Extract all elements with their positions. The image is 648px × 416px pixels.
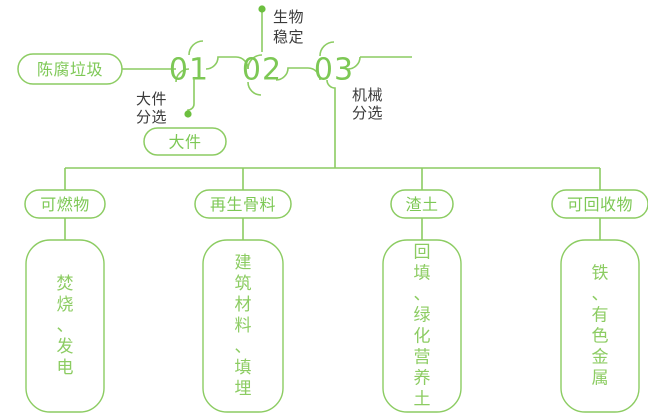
stage-02-top-label-line2: 稳定 — [273, 28, 304, 46]
stage-01-number: 01 — [169, 53, 209, 88]
stage-02-top-label-line1: 生物 — [273, 8, 304, 26]
stage-02-number: 02 — [242, 53, 282, 88]
output-capsule-label: 再生骨料 — [210, 195, 276, 214]
output-detail-char: 、 — [57, 316, 74, 336]
output-detail-char: 烧 — [57, 295, 74, 315]
output-detail-char: 焚 — [57, 274, 74, 294]
output-detail-char: 建 — [235, 253, 252, 273]
output-capsule-label: 渣土 — [405, 195, 438, 214]
stage-02-top-label: 生物 稳定 — [273, 8, 304, 46]
connector-stage2-to-stage3 — [275, 67, 321, 81]
output-detail-char: 发 — [57, 337, 74, 357]
stage-01-side-label-line2: 分选 — [136, 108, 167, 126]
stage-03-group[interactable]: 03 — [314, 41, 361, 88]
output-capsule-label: 可回收物 — [567, 195, 633, 214]
stage-02-arc-upper-left — [247, 54, 263, 70]
stage-03-arc-right — [347, 56, 361, 70]
output-detail-char: 色 — [592, 327, 609, 347]
output-detail-char: 筑 — [235, 274, 252, 294]
output-detail-box-outline — [382, 239, 462, 413]
biostable-connector-dot — [258, 5, 266, 13]
stage-02-group[interactable]: 02 — [242, 53, 282, 96]
output-detail-char: 、 — [235, 337, 252, 357]
output-detail-char: 属 — [592, 369, 609, 389]
output-detail-char: 料 — [235, 316, 252, 336]
output-detail-char: 填 — [414, 264, 431, 284]
output-detail-char: 化 — [414, 327, 431, 347]
output-detail-char: 养 — [414, 369, 431, 389]
stage-03-side-label-line1: 机械 — [352, 86, 383, 104]
stage-03-number: 03 — [314, 53, 354, 88]
connector-stage1-to-bulky — [187, 78, 195, 112]
source-node[interactable]: 陈腐垃圾 — [17, 53, 123, 85]
output-capsule-label: 可燃物 — [40, 195, 90, 214]
output-detail-box-outline — [560, 239, 640, 413]
bulky-output-label: 大件 — [168, 133, 201, 152]
output-detail-char: 、 — [592, 285, 609, 305]
stage-01-side-label-line1: 大件 — [136, 90, 167, 108]
output-detail-char: 、 — [414, 285, 431, 305]
stage-03-arc-upper-left — [319, 41, 335, 57]
output-detail-box-outline — [202, 239, 284, 413]
output-detail-char: 铁 — [592, 264, 609, 284]
output-detail-char: 材 — [235, 295, 252, 315]
output-detail-char: 有 — [592, 306, 609, 326]
stage-02-arc-lower-left — [247, 81, 262, 96]
trunk-line-to-distribution-bar — [326, 79, 336, 168]
stage-03-side-label: 机械 分选 — [352, 86, 383, 122]
bulky-capsule-outline — [143, 127, 227, 156]
stage-03-side-label-line2: 分选 — [352, 104, 383, 122]
output-detail-char: 回 — [414, 243, 431, 263]
output-detail-char: 土 — [414, 390, 431, 410]
output-detail-char: 绿 — [414, 306, 431, 326]
output-detail-char: 电 — [57, 358, 74, 378]
output-detail-char: 填 — [235, 358, 252, 378]
source-label: 陈腐垃圾 — [37, 60, 103, 79]
output-detail-char: 营 — [414, 348, 431, 368]
bulky-connector-dot — [184, 110, 192, 118]
bulky-output-node[interactable]: 大件 — [143, 127, 227, 156]
output-detail-char: 金 — [592, 348, 609, 368]
connector-stage1-to-stage2 — [205, 56, 249, 70]
stage-01-arc-lower-left — [175, 68, 190, 83]
output-detail-box-outline — [25, 239, 105, 413]
stage-01-arc-upper — [188, 40, 204, 56]
output-detail-char: 埋 — [235, 379, 252, 399]
stage-01-group[interactable]: 01 — [169, 40, 209, 88]
stage-01-side-label: 大件 分选 — [136, 90, 167, 126]
